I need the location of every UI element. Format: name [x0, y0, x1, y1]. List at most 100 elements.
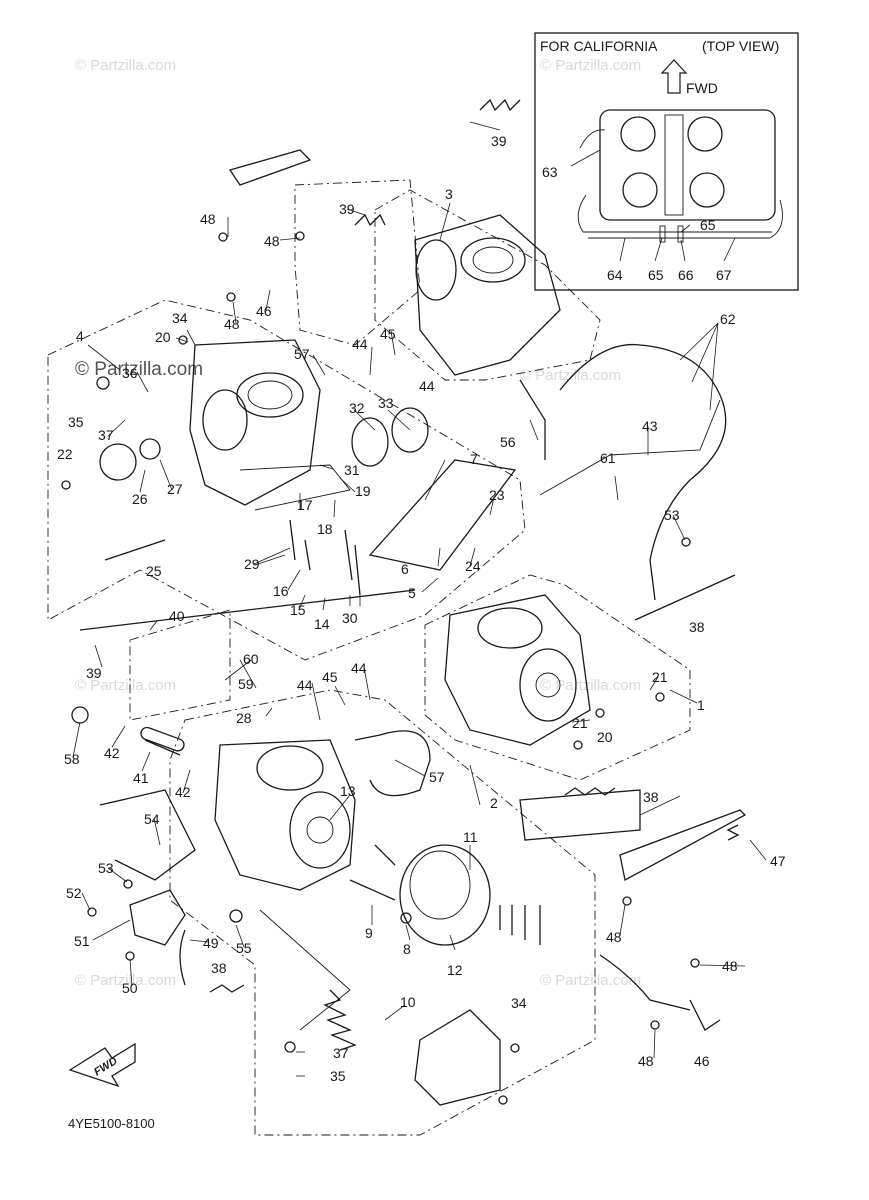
fuel-hose [354, 730, 431, 797]
callout-54: 54 [144, 811, 160, 827]
inset-fwd-label: FWD [686, 80, 718, 96]
callout-44-lower-b: 44 [351, 660, 367, 676]
callout-36: 36 [122, 365, 138, 381]
callout-3: 3 [445, 186, 453, 202]
callout-56: 56 [500, 434, 516, 450]
callout-30: 30 [342, 610, 358, 626]
callout-14: 14 [314, 616, 330, 632]
callout-65-b: 65 [648, 267, 664, 283]
callout-labels: 1 2 3 4 5 6 7 8 9 10 11 12 13 14 15 16 1… [57, 133, 786, 1084]
callout-64: 64 [607, 267, 623, 283]
callout-48-b: 48 [264, 233, 280, 249]
callout-1: 1 [697, 697, 705, 713]
callout-63: 63 [542, 164, 558, 180]
callout-57-lower: 57 [429, 769, 445, 785]
callout-11: 11 [463, 829, 478, 845]
callout-37-lower: 37 [333, 1045, 349, 1061]
misc-components [61, 98, 747, 1106]
inset-frame [534, 32, 799, 291]
callout-20-upper: 20 [155, 329, 171, 345]
watermark-center-right: © Partzilla.com [520, 367, 621, 384]
callout-21-a: 21 [652, 669, 668, 685]
cover [414, 1009, 501, 1106]
callout-62: 62 [720, 311, 736, 327]
callout-52: 52 [66, 885, 82, 901]
upper-bracket [228, 149, 312, 186]
callout-59: 59 [238, 676, 254, 692]
callout-48-e: 48 [722, 958, 738, 974]
vent-hose [519, 379, 546, 460]
carburetor-center-right [444, 594, 591, 746]
inset-carb-bank [577, 109, 783, 243]
callout-42-b: 42 [175, 784, 191, 800]
callout-34-upper: 34 [172, 310, 188, 326]
callout-50: 50 [122, 980, 138, 996]
callout-25: 25 [146, 563, 162, 579]
callout-46-lower: 46 [694, 1053, 710, 1069]
callout-39-left: 39 [86, 665, 102, 681]
callout-61: 61 [600, 450, 616, 466]
callout-48-d: 48 [606, 929, 622, 945]
callout-44-lower-a: 44 [297, 677, 313, 693]
callout-39-top: 39 [491, 133, 507, 149]
callout-23: 23 [489, 487, 505, 503]
carburetor-lower [214, 739, 356, 891]
callout-18: 18 [317, 521, 333, 537]
callout-48-f: 48 [638, 1053, 654, 1069]
throttle-position-sensor [129, 889, 186, 946]
rod [79, 589, 416, 631]
callout-15: 15 [290, 602, 306, 618]
fwd-arrow-icon [660, 59, 688, 94]
carburetor-upper-left [189, 339, 351, 511]
callout-43: 43 [642, 418, 658, 434]
callout-31: 31 [344, 462, 360, 478]
callout-8: 8 [403, 941, 411, 957]
spring [323, 989, 357, 1051]
callout-16: 16 [273, 583, 289, 599]
callout-53-lower: 53 [98, 860, 114, 876]
callout-47: 47 [770, 853, 786, 869]
watermark-top-right: © Partzilla.com [540, 57, 641, 74]
callout-44-upper-b: 44 [419, 378, 435, 394]
assembly-outlines [47, 179, 691, 1136]
watermark-top-left: © Partzilla.com [75, 57, 176, 74]
watermark-bottom-left: © Partzilla.com [75, 972, 176, 989]
pipe [140, 726, 185, 752]
callout-48-a: 48 [200, 211, 216, 227]
callout-67: 67 [716, 267, 732, 283]
watermark-mid-right: © Partzilla.com [540, 677, 641, 694]
callout-12: 12 [447, 962, 463, 978]
callout-58: 58 [64, 751, 80, 767]
callout-38-lower: 38 [211, 960, 227, 976]
callout-27: 27 [167, 481, 183, 497]
callout-32: 32 [349, 400, 365, 416]
callout-9: 9 [365, 925, 373, 941]
callout-20-mid: 20 [597, 729, 613, 745]
callout-7: 7 [470, 451, 478, 467]
choke-cable [599, 954, 691, 1011]
float-bowl-gasket [368, 459, 517, 571]
callout-42-a: 42 [104, 745, 120, 761]
callout-22: 22 [57, 446, 73, 462]
callout-19: 19 [355, 483, 371, 499]
fwd-badge-arrow-icon [68, 1042, 136, 1088]
callout-21-b: 21 [572, 715, 588, 731]
callout-60: 60 [243, 651, 259, 667]
callout-57-upper: 57 [294, 346, 310, 362]
hose [179, 929, 186, 986]
callout-51: 51 [74, 933, 90, 949]
callout-65-a: 65 [700, 217, 716, 233]
callout-38-right: 38 [689, 619, 705, 635]
callout-66: 66 [678, 267, 694, 283]
callout-38-mid: 38 [643, 789, 659, 805]
inset-title-left: FOR CALIFORNIA [540, 38, 658, 54]
callout-49: 49 [203, 935, 219, 951]
callout-28: 28 [236, 710, 252, 726]
callout-2: 2 [490, 795, 498, 811]
diagram-code: 4YE5100-8100 [68, 1116, 155, 1131]
carburetor-upper-right [414, 214, 561, 376]
callout-45-upper: 45 [380, 326, 396, 342]
callout-6: 6 [401, 561, 409, 577]
callout-17: 17 [297, 497, 313, 513]
